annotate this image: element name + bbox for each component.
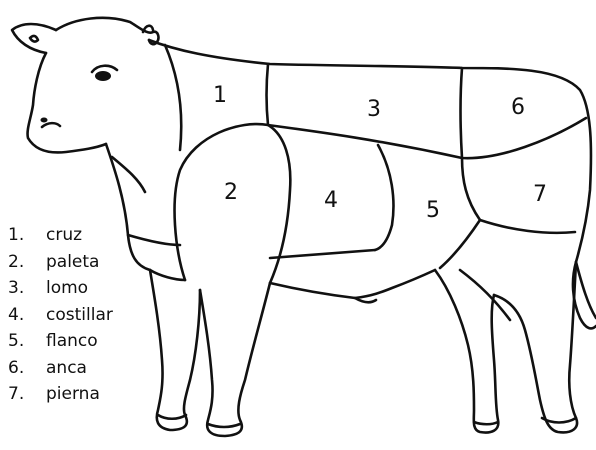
cow-nostril (41, 118, 48, 123)
cow-hock (460, 270, 510, 320)
cut-line-lomo-anca (461, 68, 463, 158)
cut-line-pierna-lower (480, 220, 575, 233)
legend-item: 7. pierna (8, 381, 113, 408)
legend-item-name: flanco (46, 328, 98, 355)
legend-item-name: cruz (46, 222, 82, 249)
cut-label-5: 5 (426, 198, 440, 223)
cow-ear-tag (30, 36, 38, 42)
cut-label-1: 1 (213, 83, 227, 108)
cut-label-7: 7 (533, 182, 547, 207)
cow-rear-hoof-back (542, 418, 576, 423)
cuts-legend: 1. cruz 2. paleta 3. lomo 4. costillar 5… (8, 222, 113, 408)
cut-line-chest (128, 235, 180, 245)
cut-line-lomo-lower (268, 118, 586, 158)
legend-item-number: 7. (8, 381, 46, 408)
legend-item-number: 5. (8, 328, 46, 355)
cow-eyelid (92, 66, 117, 72)
cow-ear-outline (12, 24, 56, 53)
cut-line-pierna (440, 158, 480, 268)
cow-front-leg-left (150, 270, 200, 430)
legend-item: 3. lomo (8, 275, 113, 302)
cow-back-outline (149, 40, 591, 262)
cow-muzzle-line (42, 123, 60, 127)
cut-label-6: 6 (511, 95, 525, 120)
legend-item-name: pierna (46, 381, 100, 408)
cow-eye (95, 71, 111, 81)
legend-item-number: 1. (8, 222, 46, 249)
cow-front-hoof-right (208, 424, 240, 427)
cow-belly-outline (270, 270, 435, 298)
legend-item: 2. paleta (8, 249, 113, 276)
cow-rear-leg-back (494, 262, 577, 432)
cow-head-outline (28, 18, 159, 153)
cut-line-cruz-front (165, 45, 181, 150)
cow-front-leg-right (200, 283, 270, 436)
cow-chest-outline (150, 270, 185, 280)
legend-item: 1. cruz (8, 222, 113, 249)
cut-line-costillar-lower (270, 250, 375, 258)
cut-label-2: 2 (224, 180, 238, 205)
cut-label-4: 4 (324, 188, 338, 213)
legend-item: 4. costillar (8, 302, 113, 329)
legend-item-number: 3. (8, 275, 46, 302)
cow-rear-hoof-front (474, 422, 498, 424)
cow-udder (355, 298, 376, 302)
legend-item-number: 6. (8, 355, 46, 382)
legend-item-name: lomo (46, 275, 88, 302)
legend-item: 5. flanco (8, 328, 113, 355)
legend-item-name: anca (46, 355, 87, 382)
legend-item-number: 2. (8, 249, 46, 276)
cut-label-3: 3 (367, 97, 381, 122)
cut-line-costillar-flanco (375, 145, 393, 250)
legend-item-name: costillar (46, 302, 113, 329)
legend-item-number: 4. (8, 302, 46, 329)
legend-item-name: paleta (46, 249, 99, 276)
legend-item: 6. anca (8, 355, 113, 382)
cow-front-hoof-left (158, 415, 186, 419)
cut-line-cruz-lomo (267, 64, 269, 125)
